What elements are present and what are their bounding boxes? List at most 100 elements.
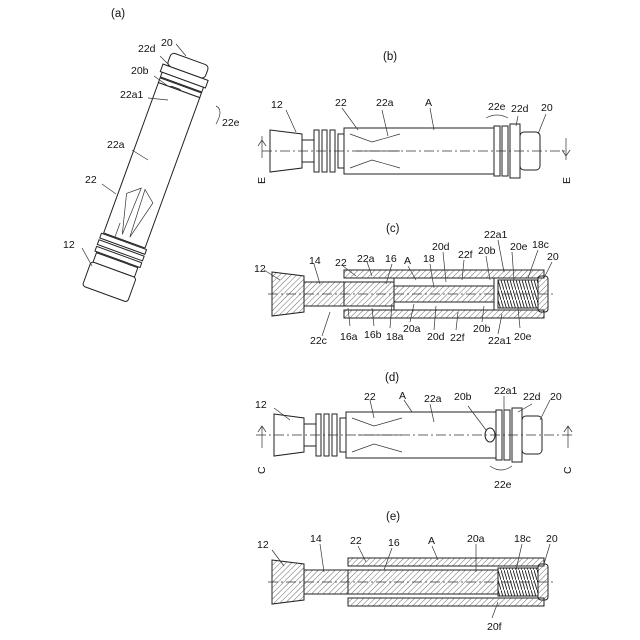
panel-b: (b) E E 12 22 22a A 22 <box>256 51 573 184</box>
e-label-20f: 20f <box>487 621 502 633</box>
panel-d: (d) C C 12 22 A 22a 20b 22a1 22d 20 <box>255 372 574 491</box>
b-label-e-right: E <box>561 177 573 184</box>
e-label-16: 16 <box>388 537 400 549</box>
c-lead-20 <box>544 262 552 278</box>
d-lead-20 <box>540 400 550 420</box>
c-label-22a: 22a <box>357 253 375 265</box>
b-lead-20 <box>538 114 546 134</box>
c-label-16a: 16a <box>340 331 358 343</box>
b-label-12: 12 <box>271 99 283 111</box>
a-label-22a: 22a <box>107 139 125 151</box>
e-label-18c: 18c <box>514 533 531 545</box>
e-barrel-top <box>348 558 544 566</box>
c-label-20b: 20b <box>478 245 496 257</box>
b-label-22d: 22d <box>511 103 529 115</box>
d-label-22: 22 <box>364 391 376 403</box>
a-label-22e: 22e <box>222 117 240 129</box>
c-label-20e: 20e <box>510 241 528 253</box>
c-part-20d-top <box>394 278 494 286</box>
c-label-20e-bottom: 20e <box>514 331 532 343</box>
b-label-e-left: E <box>256 177 268 184</box>
c-label-22f-bottom: 22f <box>450 332 465 344</box>
d-brace-22e <box>490 466 512 470</box>
d-label-a: A <box>399 390 406 402</box>
b-section-arrow-left <box>258 136 266 158</box>
a-label-12: 12 <box>63 239 75 251</box>
c-label-18: 18 <box>423 253 435 265</box>
c-label-20d: 20d <box>432 241 450 253</box>
c-label-20a: 20a <box>403 323 421 335</box>
d-label-22d: 22d <box>523 391 541 403</box>
panel-e: (e) 12 14 22 16 A 20a 18c 20 20f <box>257 511 558 633</box>
panel-d-label: (d) <box>385 372 399 384</box>
panel-b-label: (b) <box>383 51 397 63</box>
d-section-arrow-left <box>258 426 266 448</box>
b-label-20: 20 <box>541 102 553 114</box>
panel-a-device <box>82 51 213 302</box>
c-part-16 <box>344 282 394 306</box>
e-label-20: 20 <box>546 533 558 545</box>
c-label-16: 16 <box>385 253 397 265</box>
c-part-20d-bottom <box>394 302 494 310</box>
b-lead-22 <box>342 108 358 130</box>
e-label-a: A <box>428 535 435 547</box>
panel-e-label: (e) <box>386 511 400 523</box>
b-lead-12 <box>286 110 296 132</box>
c-label-22c: 22c <box>310 335 327 347</box>
c-label-18c: 18c <box>532 239 549 251</box>
c-label-18a: 18a <box>386 331 404 343</box>
d-label-22e: 22e <box>494 479 512 491</box>
a-brace-22e <box>216 106 220 124</box>
a-label-22: 22 <box>85 174 97 186</box>
c-label-12: 12 <box>254 263 266 275</box>
d-label-c-left: C <box>256 466 268 474</box>
b-section-arrow-right <box>562 138 570 160</box>
e-lead-14 <box>320 544 324 572</box>
c-label-20b-bottom: 20b <box>473 323 491 335</box>
b-label-a: A <box>425 97 432 109</box>
b-lead-a <box>430 108 434 130</box>
d-label-c-right: C <box>562 466 574 474</box>
a-lead-22 <box>102 184 116 194</box>
a-label-20b: 20b <box>131 65 149 77</box>
e-barrel-bottom <box>348 598 544 606</box>
c-label-20: 20 <box>547 251 559 263</box>
panel-a: (a) <box>63 8 240 302</box>
a-label-20: 20 <box>161 37 173 49</box>
c-lead-14 <box>314 264 320 284</box>
d-label-20b: 20b <box>454 391 472 403</box>
c-label-16b: 16b <box>364 329 382 341</box>
c-lead-22c <box>322 312 330 336</box>
d-label-22a: 22a <box>424 393 442 405</box>
b-label-22e: 22e <box>488 101 506 113</box>
c-label-22f: 22f <box>458 249 473 261</box>
panel-c: (c) 12 14 22 22a 16 A <box>254 223 559 347</box>
d-label-20: 20 <box>550 391 562 403</box>
b-brace-22e <box>486 115 508 118</box>
c-barrel-bottom <box>344 310 544 318</box>
d-label-22a1: 22a1 <box>494 385 518 397</box>
c-label-22a1-bottom: 22a1 <box>488 335 512 347</box>
c-label-14: 14 <box>309 255 321 267</box>
e-label-12: 12 <box>257 539 269 551</box>
e-label-20a: 20a <box>467 533 485 545</box>
d-section-arrow-right <box>564 426 572 448</box>
b-label-22: 22 <box>335 97 347 109</box>
d-label-12: 12 <box>255 399 267 411</box>
c-label-a: A <box>404 255 411 267</box>
b-label-22a: 22a <box>376 97 394 109</box>
a-label-22d: 22d <box>138 43 156 55</box>
a-label-22a1: 22a1 <box>120 89 144 101</box>
panel-c-label: (c) <box>386 223 400 235</box>
a-barrel <box>104 83 200 248</box>
panel-a-label: (a) <box>111 8 125 20</box>
c-label-22a1: 22a1 <box>484 229 508 241</box>
c-label-20d-bottom: 20d <box>427 331 445 343</box>
c-label-22: 22 <box>335 257 347 269</box>
c-lead-22a1 <box>498 240 504 272</box>
a-lead-12 <box>82 248 92 266</box>
e-label-14: 14 <box>310 533 322 545</box>
e-lead-20 <box>544 544 550 564</box>
e-label-22: 22 <box>350 535 362 547</box>
